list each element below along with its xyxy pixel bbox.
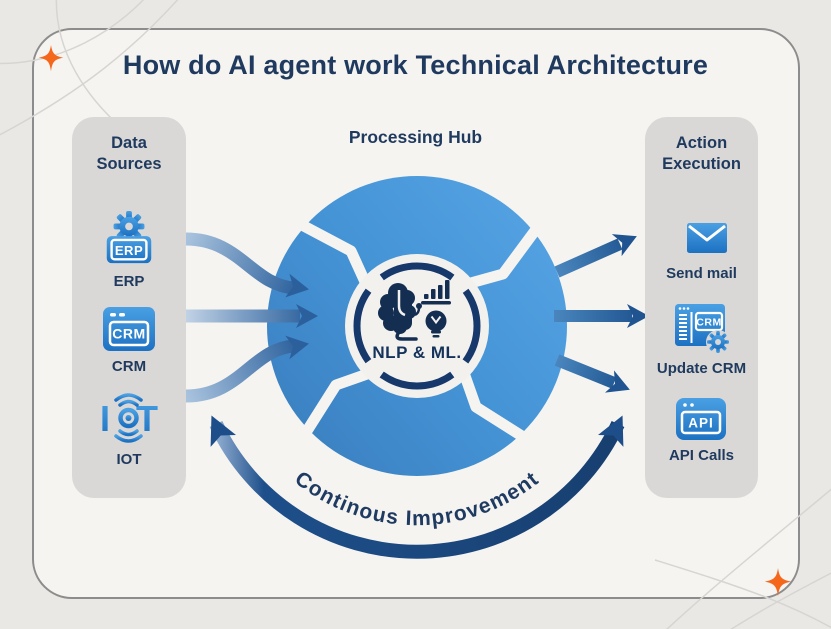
item-label: Send mail — [666, 264, 737, 282]
svg-text:I: I — [100, 398, 110, 439]
data-source-crm: CRM CRM — [102, 305, 156, 375]
item-label: IOT — [116, 450, 142, 468]
svg-text:ERP: ERP — [115, 243, 143, 258]
svg-text:CRM: CRM — [112, 325, 145, 341]
gear-icon — [706, 329, 731, 354]
signal-waves — [114, 393, 143, 443]
crm-window-icon: CRM — [103, 306, 155, 351]
item-label: ERP — [113, 272, 145, 290]
item-label: API Calls — [668, 446, 734, 464]
svg-text:CRM: CRM — [697, 316, 722, 328]
action-send-mail: Send mail — [666, 218, 737, 282]
erp-gear-box-icon: ERP — [106, 210, 152, 264]
iot-signal-icon: I T — [100, 393, 158, 443]
list-lines — [679, 313, 688, 340]
page-title: How do AI agent work Technical Architect… — [122, 50, 709, 80]
speed-lines — [671, 229, 687, 247]
svg-text:API: API — [689, 415, 715, 430]
action-update-crm: CRM Update CRM — [657, 301, 746, 377]
processing-hub-label: Processing Hub — [348, 127, 483, 147]
action-execution-items: Send mail CRM — [657, 218, 746, 483]
svg-text:T: T — [136, 398, 158, 439]
data-sources-panel: Data Sources ERP ERP — [72, 117, 186, 498]
action-api-calls: API API Calls — [669, 396, 734, 464]
action-execution-title: Action Execution — [662, 134, 741, 174]
data-sources-title: Data Sources — [96, 134, 162, 174]
update-crm-gear-icon: CRM — [675, 303, 731, 354]
item-label: Update CRM — [656, 359, 747, 377]
send-mail-icon — [671, 222, 728, 253]
item-label: CRM — [111, 357, 147, 375]
api-window-icon: API — [676, 397, 727, 440]
action-execution-panel: Action Execution Send mail — [645, 117, 758, 498]
data-source-erp: ERP ERP — [101, 210, 157, 290]
data-source-iot: I T IOT — [95, 390, 163, 468]
data-sources-items: ERP ERP CRM CRM I T — [95, 210, 163, 483]
